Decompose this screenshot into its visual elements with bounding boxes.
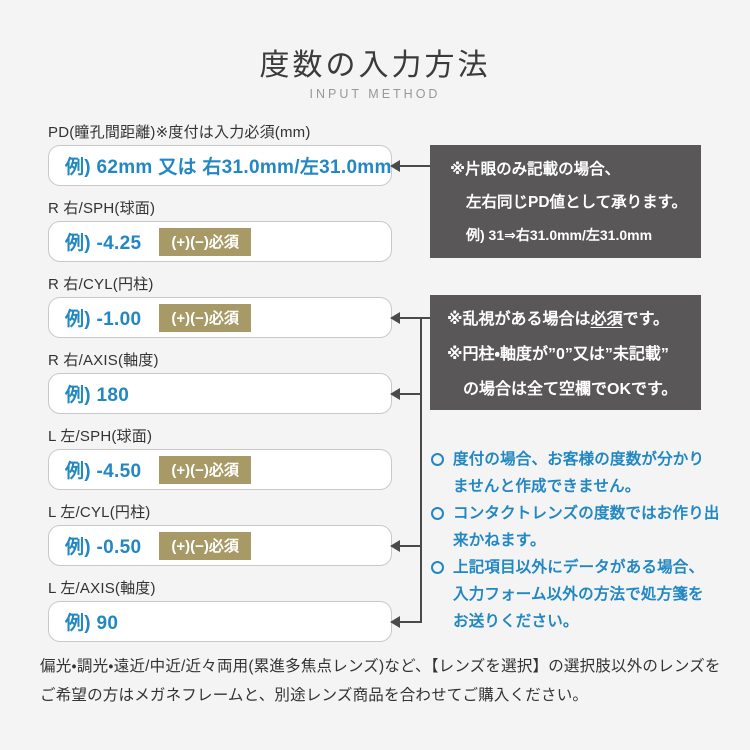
example-value-r-axis: 例) 180 xyxy=(65,385,130,406)
connector-line-r-cyl xyxy=(399,317,430,319)
emphasized-required-text: 必須 xyxy=(590,311,623,328)
callout-line: 左右同じPD値として承ります。 xyxy=(466,194,688,211)
required-sign-badge: (+)(−)必須 xyxy=(159,531,251,560)
example-input-box-r-sph: 例) -4.25 (+)(−)必須 xyxy=(48,221,392,262)
note-item: 上記項目以外にデータがある場合、 入力フォーム以外の方法で処方箋を お送りくださ… xyxy=(431,554,739,635)
circle-bullet-icon xyxy=(431,507,444,520)
required-sign-badge: (+)(−)必須 xyxy=(159,455,251,484)
required-sign-badge: (+)(−)必須 xyxy=(159,227,251,256)
arrow-left-icon xyxy=(390,616,400,628)
arrow-left-icon xyxy=(390,540,400,552)
example-value-l-cyl: 例) -0.50 xyxy=(65,537,142,558)
page-subtitle: INPUT METHOD xyxy=(309,87,441,101)
arrow-left-icon xyxy=(390,388,400,400)
pd-note-callout: ※片眼のみ記載の場合、 左右同じPD値として承ります。 例) 31⇒右31.0m… xyxy=(430,145,701,258)
connector-line-pd xyxy=(399,165,430,167)
example-value-r-cyl: 例) -1.00 xyxy=(65,309,142,330)
field-label-l-axis: L 左/AXIS(軸度) xyxy=(48,580,156,597)
required-sign-badge: (+)(−)必須 xyxy=(159,303,251,332)
callout-line: 例) 31⇒右31.0mm/左31.0mm xyxy=(466,227,653,243)
connector-line-vertical xyxy=(420,317,422,623)
callout-line: ※乱視がある場合は必須です。 xyxy=(447,311,669,328)
page-title: 度数の入力方法 xyxy=(259,49,491,82)
callout-line: ※片眼のみ記載の場合、 xyxy=(450,161,621,178)
connector-line-r-axis xyxy=(399,393,422,395)
callout-line: の場合は全て空欄でOKです。 xyxy=(463,381,678,398)
example-value-l-axis: 例) 90 xyxy=(65,613,119,634)
example-input-box-l-axis: 例) 90 xyxy=(48,601,392,642)
note-text: 上記項目以外にデータがある場合、 入力フォーム以外の方法で処方箋を お送りくださ… xyxy=(453,559,705,630)
example-value-r-sph: 例) -4.25 xyxy=(65,233,142,254)
note-item: 度付の場合、お客様の度数が分かり ませんと作成できません。 xyxy=(431,446,739,500)
connector-line-l-axis xyxy=(399,621,422,623)
example-input-box-l-sph: 例) -4.50 (+)(−)必須 xyxy=(48,449,392,490)
field-label-r-axis: R 右/AXIS(軸度) xyxy=(48,352,159,369)
note-text: コンタクトレンズの度数ではお作り出 来かねます。 xyxy=(453,505,720,549)
arrow-left-icon xyxy=(390,312,400,324)
cyl-note-callout: ※乱視がある場合は必須です。 ※円柱・軸度が”0”又は”未記載” の場合は全て空… xyxy=(430,295,701,410)
circle-bullet-icon xyxy=(431,453,444,466)
note-text: 度付の場合、お客様の度数が分かり ませんと作成できません。 xyxy=(453,451,705,495)
example-input-box-pd: 例) 62mm 又は 右31.0mm/左31.0mm xyxy=(48,145,392,186)
field-label-l-sph: L 左/SPH(球面) xyxy=(48,428,153,445)
circle-bullet-icon xyxy=(431,561,444,574)
callout-line: ※円柱・軸度が”0”又は”未記載” xyxy=(447,346,669,363)
example-value-l-sph: 例) -4.50 xyxy=(65,461,142,482)
footer-note: 偏光・調光・遠近/中近/近々両用(累進多焦点レンズ)など、【レンズを選択】の選択… xyxy=(40,658,721,704)
example-input-box-l-cyl: 例) -0.50 (+)(−)必須 xyxy=(48,525,392,566)
note-item: コンタクトレンズの度数ではお作り出 来かねます。 xyxy=(431,500,739,554)
connector-line-l-cyl xyxy=(399,545,422,547)
arrow-left-icon xyxy=(390,160,400,172)
example-value-pd: 例) 62mm 又は 右31.0mm/左31.0mm xyxy=(65,157,392,178)
example-input-box-r-cyl: 例) -1.00 (+)(−)必須 xyxy=(48,297,392,338)
field-label-pd: PD(瞳孔間距離)※度付は入力必須(mm) xyxy=(48,124,311,141)
field-label-r-sph: R 右/SPH(球面) xyxy=(48,200,156,217)
example-input-box-r-axis: 例) 180 xyxy=(48,373,392,414)
field-label-r-cyl: R 右/CYL(円柱) xyxy=(48,276,154,293)
notes-list: 度付の場合、お客様の度数が分かり ませんと作成できません。 コンタクトレンズの度… xyxy=(431,446,739,635)
field-label-l-cyl: L 左/CYL(円柱) xyxy=(48,504,151,521)
